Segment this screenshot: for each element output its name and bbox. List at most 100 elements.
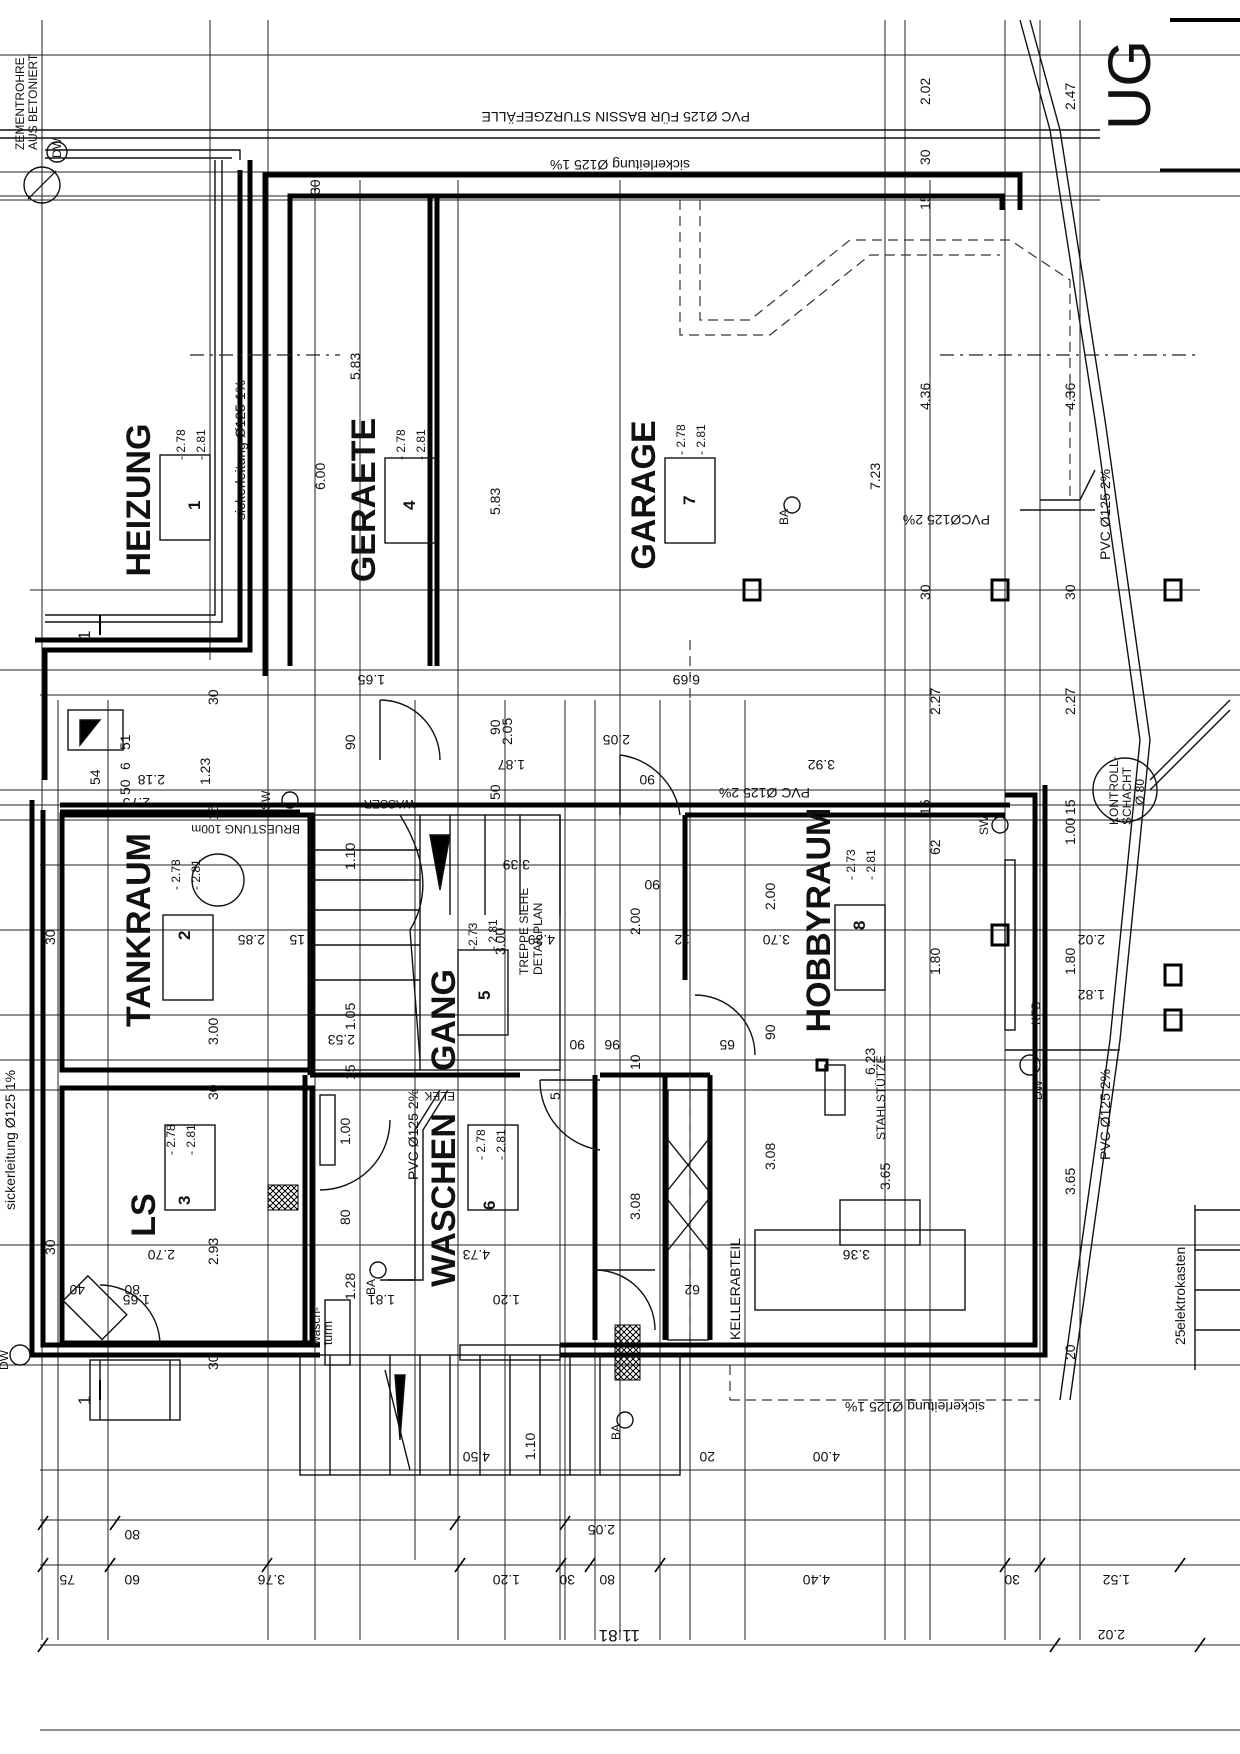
dim-label: 2.75: [123, 795, 150, 811]
dim-label: 3.65: [1062, 1168, 1078, 1195]
dim-label: 15: [917, 194, 933, 210]
dim-label: 1.00: [1062, 818, 1078, 845]
dim-label: 3.36: [843, 1247, 870, 1263]
room-number: 4: [400, 500, 419, 510]
ba-circle-waschen: [369, 1261, 387, 1279]
dim-label: 2.53: [328, 1032, 355, 1048]
ba-circle-garage: [783, 496, 801, 514]
dim-label: 1.00: [337, 1118, 353, 1145]
room-garage: GARAGE 7 - 2.78 - 2.81: [625, 420, 708, 569]
room-tankraum: TANKRAUM 2 - 2.78 - 2.81: [120, 833, 203, 1027]
zementrohr-circle: [23, 166, 61, 204]
room-number: 2: [175, 931, 194, 940]
dw-circle-right: [1019, 1054, 1041, 1076]
dim-label: 15: [342, 1064, 358, 1080]
room-name: HOBBYRAUM: [800, 808, 838, 1033]
room-number: 8: [850, 921, 869, 930]
furniture: [62, 709, 966, 1421]
dim-label: 12: [674, 932, 690, 948]
elektrokasten-label: elektrokasten: [1172, 1247, 1188, 1330]
dim-label: 90: [644, 877, 660, 893]
dim-label: 15: [1062, 799, 1078, 815]
dim-label: 7.23: [867, 463, 883, 490]
room-waschen: WASCHEN 6 - 2.78 - 2.81: [425, 1113, 508, 1287]
dim-label: 1.65: [123, 1292, 150, 1308]
zementrohre-label: ZEMENTROHRE: [13, 57, 27, 150]
room-heizung: HEIZUNG 1 - 2.78 - 2.81: [120, 424, 208, 577]
dim-label: 1.52: [1103, 1572, 1130, 1588]
room-level: - 2.81: [194, 429, 208, 460]
room-level: - 2.81: [486, 919, 500, 950]
dim-label: 2.85: [238, 932, 265, 948]
dim-label: 30: [42, 929, 58, 945]
dim-label: 6.23: [862, 1048, 878, 1075]
room-level: - 2.81: [189, 859, 203, 890]
ba-label-waschen: BA: [364, 1279, 378, 1295]
dim-label: 30: [205, 689, 221, 705]
dw-label-right: DW: [1031, 1079, 1045, 1100]
dw-label-top: DW: [50, 137, 64, 158]
dim-label: 30: [42, 1239, 58, 1255]
dim-label: 90: [342, 734, 358, 750]
dim-label: 90: [762, 1024, 778, 1040]
room-number: 6: [480, 1201, 499, 1210]
stair-main: [309, 814, 561, 1071]
dim-label: 1.80: [1062, 948, 1078, 975]
dim-label: 2.27: [927, 688, 943, 715]
dim-label: 2.05: [588, 1522, 615, 1538]
plan-title: UG: [1096, 40, 1163, 130]
dim-label: 4.39: [528, 932, 555, 948]
dim-label: 2.18: [138, 772, 165, 788]
room-name: HEIZUNG: [120, 424, 158, 577]
dim-label: 2.93: [205, 1238, 221, 1265]
sw-label-right: SW: [977, 815, 991, 835]
room-name: GARAGE: [625, 420, 663, 569]
room-level: - 2.81: [184, 1124, 198, 1155]
dim-label: 75: [59, 1572, 75, 1588]
room-ls: LS 3 - 2.78 - 2.81: [125, 1124, 198, 1237]
dim-label: 3.39: [503, 857, 530, 873]
dw-label-left: DW: [0, 1349, 11, 1370]
dim-label: 62: [927, 839, 943, 855]
dim-label: 15: [205, 804, 221, 820]
sw-circle: [281, 791, 299, 809]
room-level: - 2.81: [864, 849, 878, 880]
dim-label: 20: [1062, 1344, 1078, 1360]
ba-circle-entry: [616, 1411, 634, 1429]
sicker-bottom-label: sickerleitung Ø125 1%: [845, 1399, 985, 1415]
pvc-right2-label: PVC Ø125 2%: [1097, 1069, 1113, 1160]
dim-label: 30: [1062, 584, 1078, 600]
ba-label-entry: BA: [609, 1424, 623, 1440]
dim-label: 30: [205, 1084, 221, 1100]
dim-label: 90: [487, 719, 503, 735]
room-name: LS: [125, 1193, 163, 1236]
section-label-bottom: 1: [75, 1396, 94, 1405]
dim-label: 20: [699, 1449, 715, 1465]
dim-label: 2.00: [762, 883, 778, 910]
dim-label: 2.05: [499, 718, 515, 745]
dim-label: 2.02: [1098, 1627, 1125, 1643]
room-level: - 2.73: [844, 849, 858, 880]
elek-label: ELEK: [424, 1089, 455, 1103]
sw-label-left: SW: [259, 790, 273, 810]
dim-label: 1.20: [493, 1572, 520, 1588]
dim-label: 1.20: [493, 1292, 520, 1308]
dim-label: 1.80: [927, 948, 943, 975]
dim-label: 4.36: [1062, 383, 1078, 410]
ausbetoniert-label: AUS BETONIERT: [26, 53, 40, 150]
dim-label: 1.28: [342, 1273, 358, 1300]
treppe-note-2: DETAILPLAN: [531, 903, 545, 975]
pvc-bassin-label: PVC Ø125 FÜR BASSIN STURZGEFÄLLE: [482, 109, 750, 126]
room-number: 5: [475, 991, 494, 1000]
pillars: [742, 578, 1183, 1072]
dim-label: 2.27: [1062, 688, 1078, 715]
dim-label: 30: [307, 179, 323, 195]
dim-label: 1.23: [197, 758, 213, 785]
dim-label: 3.08: [627, 1193, 643, 1220]
dim-label: 30: [917, 584, 933, 600]
room-level: - 2.81: [414, 429, 428, 460]
stair-right-edge: [1194, 1205, 1240, 1370]
room-number: 1: [185, 501, 204, 510]
dim-label: 15: [917, 799, 933, 815]
dw-circle-left: [9, 1344, 31, 1366]
